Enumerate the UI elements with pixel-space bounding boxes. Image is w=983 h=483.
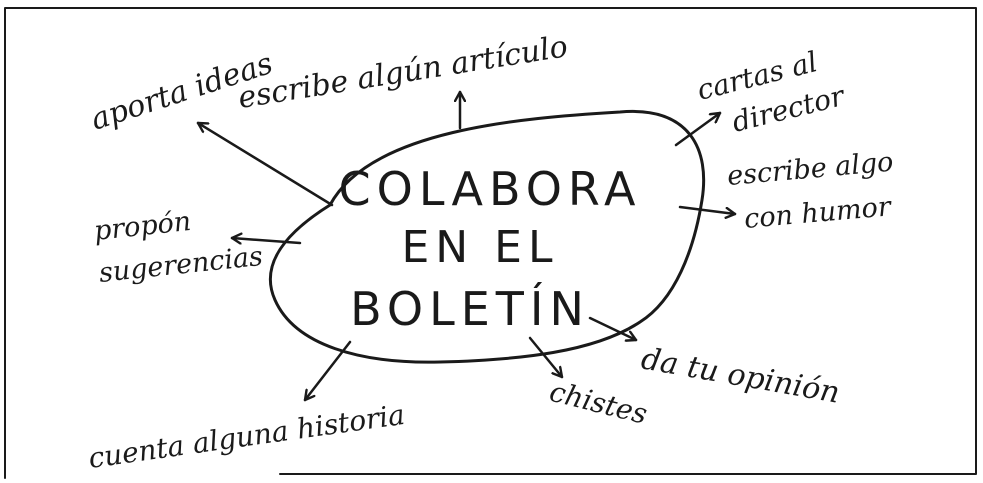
arrow-da-opinion [588,316,638,340]
arrow-chistes [528,336,564,379]
label-propon-sugerencias-line-2: sugerencias [97,241,264,289]
label-escribe-humor-line-1: escribe algo [726,147,895,192]
center-text-line-2: EN EL [401,222,558,273]
label-chistes: chistes [546,375,650,431]
label-escribe-articulo: escribe algún artículo [236,29,570,116]
frame-border [4,7,977,479]
arrow-cartas-director [674,111,722,147]
center-text-line-1: COLABORA [339,162,642,216]
central-blob [268,109,706,364]
arrow-cuenta-historia [303,340,352,402]
arrow-aporta-ideas [196,121,334,207]
label-cuenta-historia: cuenta alguna historia [86,398,406,475]
label-escribe-humor-line-2: con humor [743,191,894,235]
label-propon-sugerencias-line-1: propón [92,206,192,247]
arrow-propon-sugerencias [230,238,302,243]
label-da-opinion: da tu opinión [639,341,843,410]
center-text-line-3: BOLETÍN [350,282,590,336]
arrow-escribe-humor [678,205,737,214]
